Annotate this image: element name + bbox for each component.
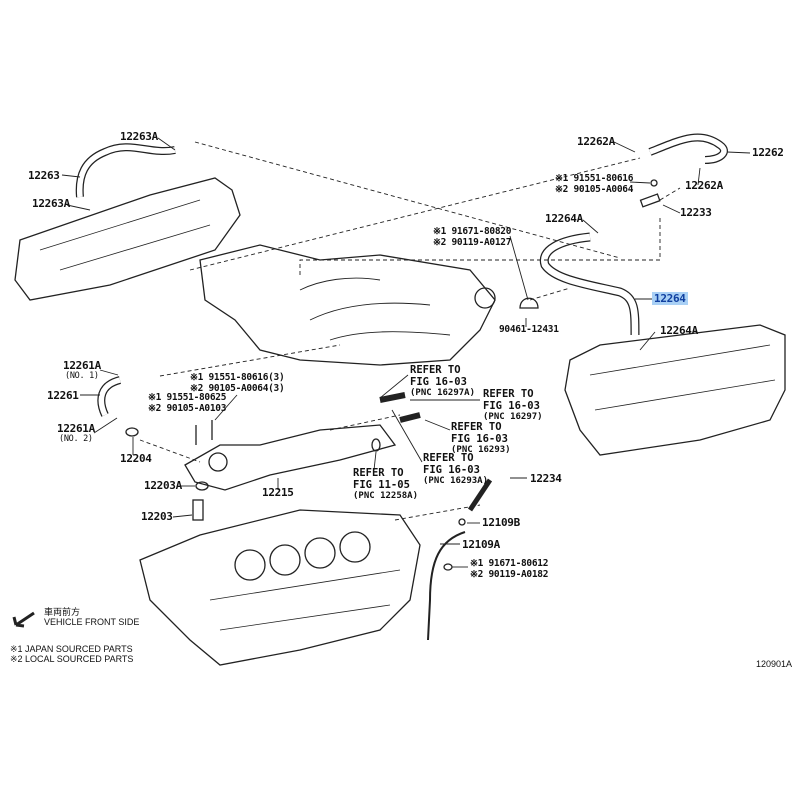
left-valve-cover: [14, 177, 241, 301]
reference-pnc: (PNC 16297): [483, 412, 543, 422]
bolt-part-number-local: ※2 90105-A0103: [148, 402, 227, 414]
part-label-12109b[interactable]: 12109B: [482, 516, 520, 529]
figure-code: 120901A: [756, 659, 793, 669]
bolt-part-number-local: ※2 90105-A0064: [555, 183, 634, 195]
bolt-part-number-japan: ※1 91671-80612: [470, 558, 549, 569]
part-number: 12261A: [57, 422, 95, 435]
reference-prefix: REFER TO: [410, 364, 461, 376]
pipe-12203: [192, 499, 204, 521]
part-label-12263[interactable]: 12263: [28, 169, 60, 182]
part-label-12203[interactable]: 12203: [141, 510, 173, 523]
bolt-part-number-japan: ※1 91551-80616: [555, 173, 634, 184]
part-label-90461-12431[interactable]: 90461-12431: [499, 324, 559, 335]
reference-pnc: (PNC 16293): [451, 445, 511, 455]
part-label-12263a[interactable]: 12263A: [32, 197, 70, 210]
part-variant: (NO. 2): [59, 434, 93, 444]
reference-figure: FIG 16-03: [410, 375, 467, 388]
note-local-sourced: ※2 LOCAL SOURCED PARTS: [10, 654, 134, 664]
hose-12263: [75, 143, 176, 198]
direction-label-english: VEHICLE FRONT SIDE: [44, 617, 140, 627]
bolt-label-91551-80616-3[interactable]: ※1 91551-80616(3)※2 90105-A0064(3): [190, 372, 285, 394]
reference-prefix: REFER TO: [423, 452, 474, 464]
engine-block: [139, 509, 421, 666]
reference-figure: FIG 16-03: [451, 432, 508, 445]
bolt-part-number-local: ※2 90105-A0064(3): [190, 382, 285, 394]
vehicle-front-arrow-icon: [12, 611, 35, 628]
bolt-part-number-local: ※2 90119-A0127: [433, 236, 512, 248]
bolt-part-number-japan: ※1 91551-80616(3): [190, 372, 285, 383]
part-label-12204[interactable]: 12204: [120, 452, 152, 465]
reference-figure: FIG 16-03: [483, 399, 540, 412]
bolt-label-91551-80616[interactable]: ※1 91551-80616※2 90105-A0064: [555, 173, 634, 195]
intake-manifold: [199, 244, 496, 366]
reference-figure: FIG 16-03: [423, 463, 480, 476]
part-label-12262a[interactable]: 12262A: [685, 179, 723, 192]
bolt-part-number-japan: ※1 91551-80625: [148, 392, 227, 403]
source-notes: ※1 JAPAN SOURCED PARTS※2 LOCAL SOURCED P…: [10, 644, 133, 664]
part-label-12263a[interactable]: 12263A: [120, 130, 158, 143]
reference-prefix: REFER TO: [483, 388, 534, 400]
reference-pnc: (PNC 16293A): [423, 476, 489, 486]
part-label-12264-highlighted[interactable]: 12264: [652, 292, 688, 305]
direction-label-japanese: 車両前方: [44, 607, 81, 617]
bolt-part-number-local: ※2 90119-A0182: [470, 568, 549, 580]
part-number: 12261A: [63, 359, 101, 372]
clamp-90461: [519, 297, 539, 309]
part-label-12233[interactable]: 12233: [680, 206, 712, 219]
reference-prefix: REFER TO: [451, 421, 502, 433]
bolt-label-91551-80625[interactable]: ※1 91551-80625※2 90105-A0103: [148, 392, 227, 414]
part-label-12262[interactable]: 12262: [752, 146, 784, 159]
reference-prefix: REFER TO: [353, 467, 404, 479]
part-label-12264a[interactable]: 12264A: [545, 212, 583, 225]
part-label-12215[interactable]: 12215: [262, 486, 294, 499]
right-valve-cover: [564, 324, 786, 456]
dipstick-tube-12109a: [427, 531, 466, 641]
part-variant: (NO. 1): [65, 371, 99, 381]
bolt-part-number-japan: ※1 91671-80820: [433, 226, 512, 237]
part-label-12264a[interactable]: 12264A: [660, 324, 698, 337]
part-label-12109a[interactable]: 12109A: [462, 538, 500, 551]
union-12233: [639, 193, 661, 208]
reference-pnc: (PNC 16297A): [410, 388, 476, 398]
oil-separator-12215: [184, 424, 397, 491]
part-label-12261a-no1[interactable]: 12261A(NO. 1): [63, 360, 101, 382]
note-japan-sourced: ※1 JAPAN SOURCED PARTS: [10, 644, 133, 654]
bolt-label-91671-80820[interactable]: ※1 91671-80820※2 90119-A0127: [433, 226, 512, 248]
reference-pnc: (PNC 12258A): [353, 491, 419, 501]
reference-figure: FIG 11-05: [353, 478, 410, 491]
part-label-12261[interactable]: 12261: [47, 389, 79, 402]
valve-12204: [125, 427, 139, 437]
part-label-12261a-no2[interactable]: 12261A(NO. 2): [57, 423, 95, 445]
dipstick-12234: [467, 478, 493, 512]
bolt-label-91671-80612[interactable]: ※1 91671-80612※2 90119-A0182: [470, 558, 549, 580]
part-label-12262a[interactable]: 12262A: [577, 135, 615, 148]
part-label-12203a[interactable]: 12203A: [144, 479, 182, 492]
part-label-12234[interactable]: 12234: [530, 472, 562, 485]
